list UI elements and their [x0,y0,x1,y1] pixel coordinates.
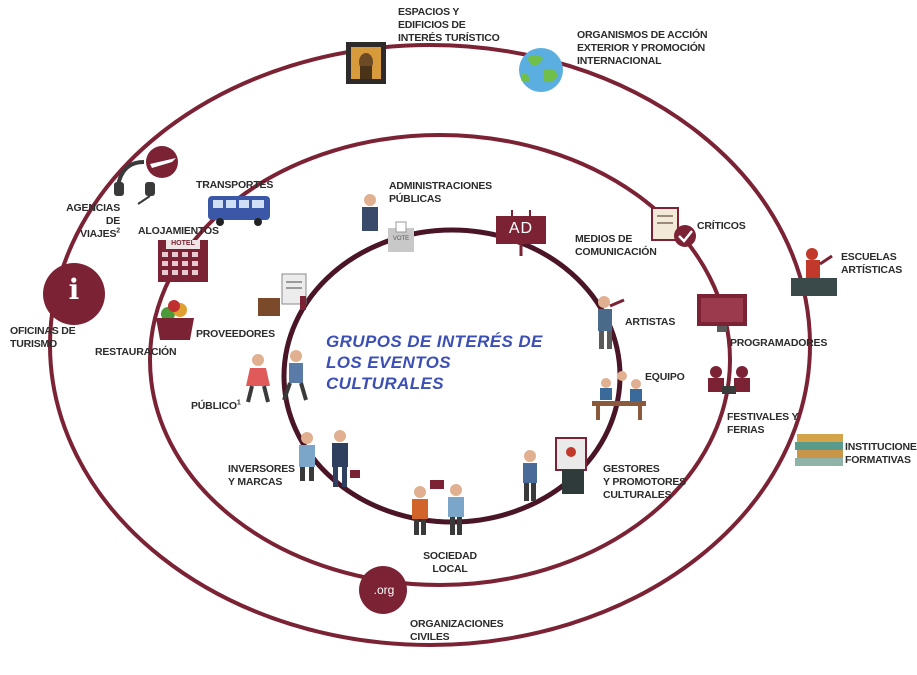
vote-badge-text: VOTE [392,236,410,242]
diagram-title: GRUPOS DE INTERÉS DE LOS EVENTOS CULTURA… [326,331,576,394]
promoter-icon [523,437,587,501]
label-proveedores: PROVEEDORES [196,328,275,341]
hotel-badge-text: HOTEL [171,240,195,247]
label-line-with-sup: VIAJES2 [50,228,120,241]
supplier-icon [258,273,307,316]
label-publico: PÚBLICO1 [191,400,241,413]
label-line: ADMINISTRACIONES [389,180,492,192]
label-line: ARTÍSTICAS [841,264,903,276]
label-line: AGENCIAS DE [66,202,120,227]
painting-icon [346,42,386,84]
label-line: CRÍTICOS [697,220,746,232]
hotel-icon [158,240,208,282]
label-line: INVERSORES [228,463,295,475]
violinist-icon [598,296,625,349]
festival-icon [708,366,750,394]
food-basket-icon [156,300,194,340]
title-line-2: LOS EVENTOS [326,353,452,372]
businesspeople-icon [299,430,360,487]
title-line-3: CULTURALES [326,374,444,393]
label-line: FERIAS [727,424,765,436]
label-line: INTERÉS TURÍSTICO [398,32,500,44]
label-restauracion: RESTAURACIÓN [95,346,177,359]
checklist-icon [651,207,696,247]
label-line: ALOJAMIENTOS [138,225,219,237]
label-line: COMUNICACIÓN [575,246,657,258]
billboard-icon [496,210,546,256]
label-line: Y PROMOTORES [603,476,686,488]
label-inversores: INVERSORES Y MARCAS [228,463,295,489]
label-artistas: ARTISTAS [625,316,675,329]
label-oficinas: OFICINAS DE TURISMO [10,325,76,351]
label-line: VIAJES [80,228,117,240]
label-sociedad: SOCIEDAD LOCAL [420,550,480,576]
teacher-icon [791,248,837,296]
middle-ring [148,133,732,587]
org-badge-text: .org [373,583,395,597]
books-icon [795,434,843,466]
label-line: SOCIEDAD [423,550,477,562]
label-line: INSTITUCIONES [845,441,917,453]
label-line: ARTISTAS [625,316,676,328]
label-gestores: GESTORES Y PROMOTORES CULTURALES [603,463,686,502]
globe-icon [519,48,563,92]
label-instituciones: INSTITUCIONES FORMATIVAS [845,441,917,467]
label-line: INTERNACIONAL [577,55,662,67]
label-line: PROGRAMADORES [730,337,828,349]
label-line: MEDIOS DE [575,233,633,245]
label-line: PÚBLICAS [389,193,442,205]
label-line: ESPACIOS Y [398,6,460,18]
footnote-mark: 2 [116,227,120,235]
label-medios: MEDIOS DE COMUNICACIÓN [575,233,657,259]
label-programadores: PROGRAMADORES [730,337,827,350]
info-icon [43,263,105,325]
label-festivales: FESTIVALES Y FERIAS [727,411,799,437]
label-equipo: EQUIPO [645,371,685,384]
title-line-1: GRUPOS DE INTERÉS DE [326,332,543,351]
label-line: FORMATIVAS [845,454,911,466]
label-line: RESTAURACIÓN [95,346,177,358]
label-line: ORGANISMOS DE ACCIÓN [577,29,708,41]
label-transportes: TRANSPORTES [196,179,273,192]
billboard-badge-text: AD [508,220,534,237]
label-agencias: AGENCIAS DE VIAJES2 [50,202,120,241]
label-line: LOCAL [432,563,468,575]
label-line-with-sup: PÚBLICO1 [191,400,241,413]
org-badge-icon [359,566,407,614]
footnote-mark: 1 [236,399,241,407]
label-line: ORGANIZACIONES [410,618,504,630]
label-line: CIVILES [410,631,450,643]
label-line: EDIFICIOS DE [398,19,466,31]
info-badge-text: i [68,273,80,306]
label-line: EXTERIOR Y PROMOCIÓN [577,42,706,54]
label-alojamientos: ALOJAMIENTOS [138,225,219,238]
label-administraciones: ADMINISTRACIONES PÚBLICAS [389,180,492,206]
outer-ring [48,43,812,647]
label-espacios: ESPACIOS Y EDIFICIOS DE INTERÉS TURÍSTIC… [398,6,500,45]
label-line: TURISMO [10,338,58,350]
label-organismos: ORGANISMOS DE ACCIÓN EXTERIOR Y PROMOCIÓ… [577,29,708,68]
label-line: ESCUELAS [841,251,897,263]
label-escuelas: ESCUELAS ARTÍSTICAS [841,251,902,277]
protest-icon [412,480,464,535]
voter-icon [362,194,414,252]
label-line: Y MARCAS [228,476,283,488]
label-line: GESTORES [603,463,660,475]
headset-plane-icon [114,146,178,205]
team-icon [592,371,646,420]
label-line: CULTURALES [603,489,672,501]
label-line: TRANSPORTES [196,179,274,191]
label-line: FESTIVALES Y [727,411,799,423]
label-organizaciones: ORGANIZACIONES CIVILES [410,618,504,644]
label-criticos: CRÍTICOS [697,220,746,233]
label-line: PROVEEDORES [196,328,275,340]
audience-icon [246,350,308,403]
label-line: EQUIPO [645,371,685,383]
bus-icon [208,196,270,226]
label-line: OFICINAS DE [10,325,76,337]
monitor-icon [697,294,747,332]
label-line: PÚBLICO [191,400,237,412]
